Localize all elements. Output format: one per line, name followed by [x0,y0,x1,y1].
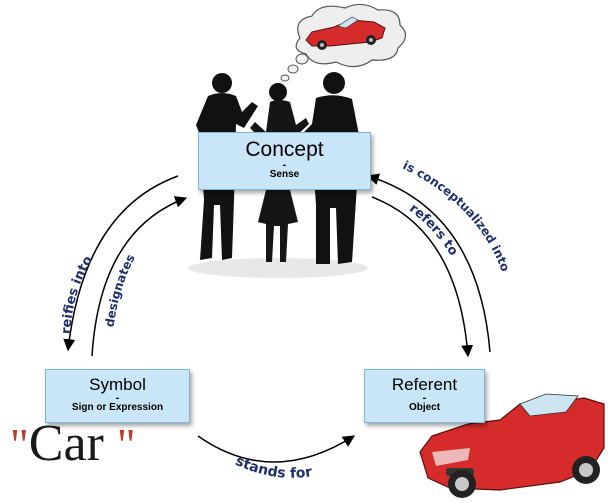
thought-car-icon [305,16,386,50]
red-car-image [419,393,605,498]
edge-label-designates: designates [102,252,137,328]
concept-title: Concept [245,138,324,161]
close-quote: " [116,419,136,470]
edge-refers-to: refers to [371,196,474,358]
symbol-dash: - [115,392,120,404]
edge-designates: designates [91,196,188,357]
concept-subtitle: Sense [269,169,300,180]
symbol-node: Symbol - Sign or Expression [45,369,190,423]
referent-title: Referent [391,375,458,394]
symbol-subtitle: Sign or Expression [71,402,164,413]
concept-dash: - [282,159,287,171]
edge-label-refers-to: refers to [406,201,460,259]
referent-node: Referent - Object [364,369,485,423]
edge-label-reifies-into: reifies into [59,253,96,334]
concept-node: Concept - Sense [198,132,371,190]
example-word: "Car " [10,414,200,474]
edge-stands-for: stands for [197,435,356,482]
referent-subtitle: Object [408,402,441,413]
symbol-title: Symbol [89,375,146,394]
example-word-text: Car [28,415,104,472]
thought-bubble [280,3,407,82]
edge-reifies-into: reifies into [59,175,179,352]
edge-label-stands-for: stands for [233,453,313,482]
referent-dash: - [422,392,427,404]
open-quote: " [10,419,29,470]
